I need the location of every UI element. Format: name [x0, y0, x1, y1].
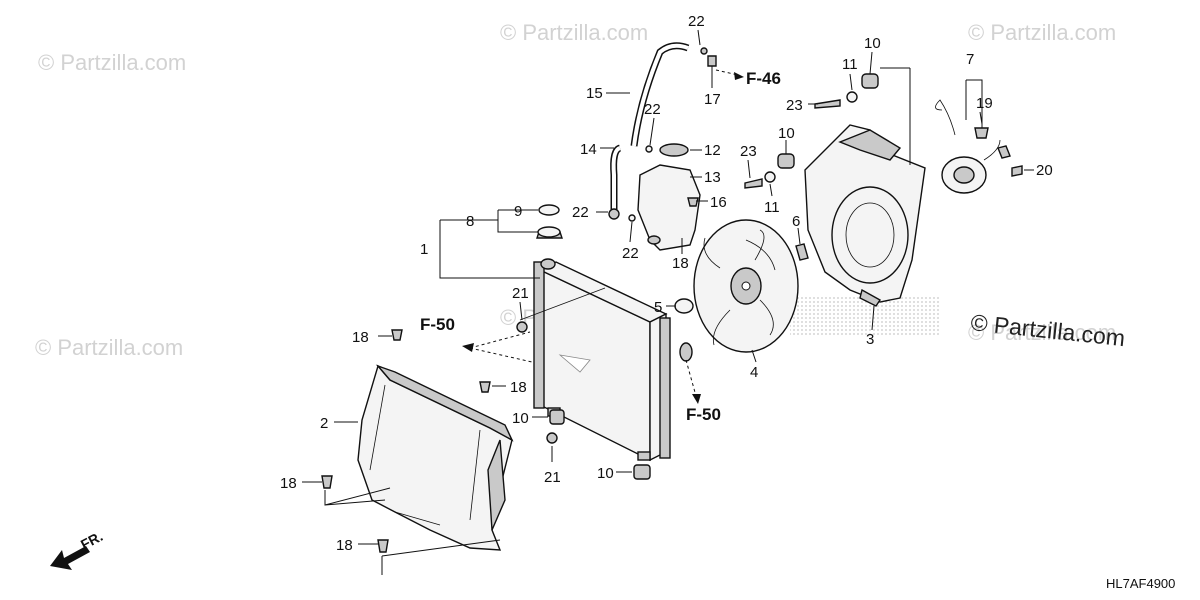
callout-22: 22 [572, 204, 589, 221]
callout-4: 4 [750, 364, 758, 381]
callout-18: 18 [336, 537, 353, 554]
callout-2: 2 [320, 415, 328, 432]
diagram-code: HL7AF4900 [1106, 576, 1175, 591]
callout-15: 15 [586, 85, 603, 102]
callout-20: 20 [1036, 162, 1053, 179]
bracket-9-8 [536, 204, 563, 239]
callout-8: 8 [466, 213, 474, 230]
watermark: © Partzilla.com [500, 20, 648, 45]
o-ring [674, 298, 694, 314]
callout-23: 23 [740, 143, 757, 160]
callout-11: 11 [764, 199, 780, 216]
callout-9: 9 [514, 203, 522, 220]
radiator-shroud [357, 364, 514, 551]
hose [608, 42, 717, 222]
leader-lines [302, 29, 1034, 575]
bolt [795, 243, 809, 261]
callout-5: 5 [654, 299, 662, 316]
ref-f50-right: F-50 [686, 405, 721, 424]
callout-18: 18 [352, 329, 369, 346]
watermark: © Partzilla.com [968, 20, 1116, 45]
nut [516, 321, 558, 444]
callout-6: 6 [792, 213, 800, 230]
callout-16: 16 [710, 194, 727, 211]
ref-f50-left: F-50 [420, 315, 455, 334]
callout-10: 10 [778, 125, 795, 142]
radiator-core [519, 258, 693, 462]
callout-21: 21 [512, 285, 529, 302]
callout-18: 18 [510, 379, 527, 396]
callout-23: 23 [786, 97, 803, 114]
callout-18: 18 [672, 255, 689, 272]
callout-12: 12 [704, 142, 721, 159]
callout-22: 22 [688, 13, 705, 30]
reserve-tank [637, 143, 701, 251]
fan-shroud [804, 124, 926, 307]
callout-17: 17 [704, 91, 721, 108]
watermark: © Partzilla.com [35, 335, 183, 360]
watermark: © Partzilla.com [968, 320, 1116, 345]
callout-1: 1 [420, 241, 428, 258]
bolt-washer [744, 91, 858, 189]
fan-motor [935, 99, 1023, 194]
callout-18: 18 [280, 475, 297, 492]
callout-22: 22 [622, 245, 639, 262]
callouts: 1 2 3 4 5 6 7 8 9 10 10 10 10 11 11 12 1… [280, 13, 1053, 554]
callout-13: 13 [704, 169, 721, 186]
callout-10: 10 [597, 465, 614, 482]
ref-f46: F-46 [746, 69, 781, 88]
callout-7: 7 [966, 51, 974, 68]
callout-22: 22 [644, 101, 661, 118]
callout-10: 10 [864, 35, 881, 52]
front-arrow: FR. [50, 528, 105, 570]
callout-21: 21 [544, 469, 561, 486]
cooling-fan [693, 219, 799, 353]
callout-3: 3 [866, 331, 874, 348]
honda-logo-ghost [790, 295, 940, 335]
callout-10: 10 [512, 410, 529, 427]
callout-19: 19 [976, 95, 993, 112]
callout-14: 14 [580, 141, 597, 158]
callout-11: 11 [842, 56, 858, 73]
watermark: © Partzilla.com [38, 50, 186, 75]
